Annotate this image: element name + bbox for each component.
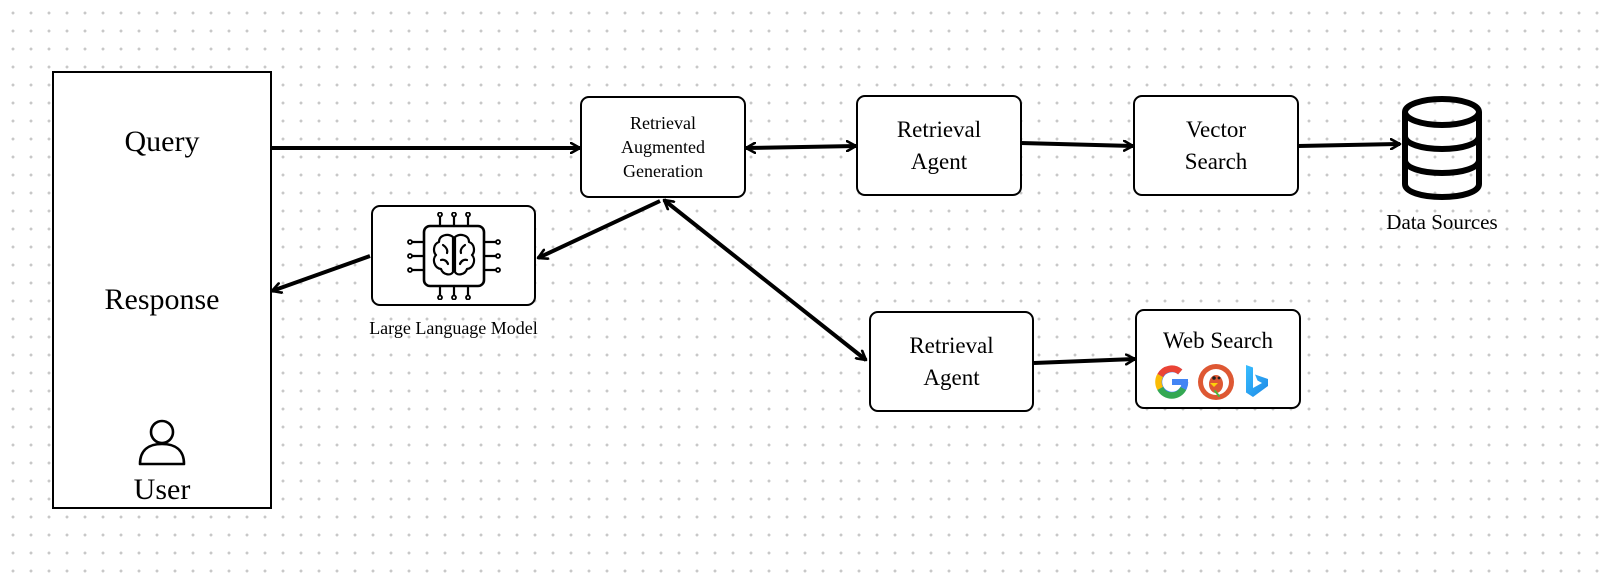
data-sources-label: Data Sources — [1386, 210, 1498, 234]
bing-icon — [1246, 365, 1268, 397]
vector-search-node: Vector Search — [1133, 95, 1299, 196]
brain-chip-icon — [406, 211, 501, 300]
arrow-vector-to-db — [1297, 144, 1400, 146]
duckduckgo-icon — [1198, 364, 1234, 400]
google-icon — [1155, 365, 1189, 399]
arrow-agent-to-vector — [1020, 143, 1133, 146]
arrow-rag-agent-top — [746, 146, 856, 148]
arrow-rag-agent-bottom — [664, 198, 866, 362]
arrow-agent-to-web — [1033, 359, 1135, 363]
query-label: Query — [124, 125, 200, 158]
retrieval-agent-bottom: Retrieval Agent — [869, 311, 1034, 412]
retrieval-agent-top: Retrieval Agent — [856, 95, 1022, 196]
database-icon — [1402, 96, 1482, 201]
response-label: Response — [104, 283, 220, 316]
arrow-rag-to-llm — [538, 199, 661, 258]
user-icon — [138, 419, 186, 466]
llm-node — [371, 205, 536, 306]
rag-node: Retrieval Augmented Generation — [580, 96, 746, 198]
arrow-llm-to-response — [272, 254, 371, 291]
user-panel — [52, 71, 272, 509]
user-label: User — [133, 473, 191, 506]
llm-label: Large Language Model — [369, 318, 538, 338]
web-search-label: Web Search — [1163, 328, 1273, 353]
